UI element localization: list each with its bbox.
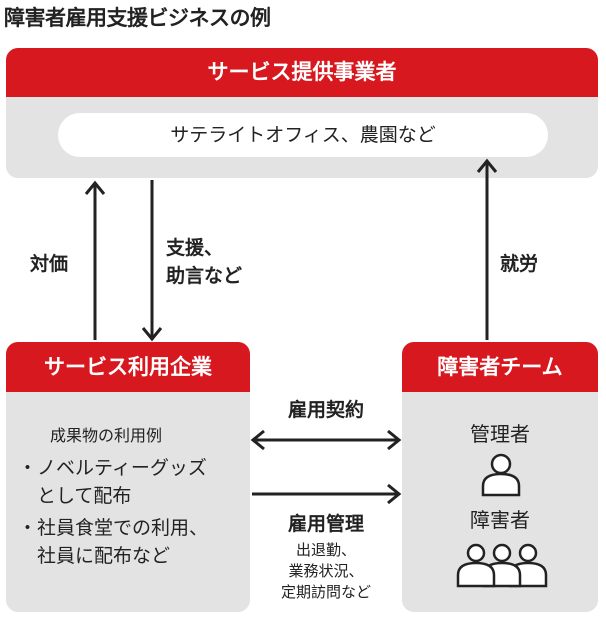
item-line: ・ノベルティーグッズ [18,457,207,479]
detail-line: 出退勤、 [295,541,356,559]
management-label: 雇用管理 [287,513,364,535]
support-label: 支援、 助言など [166,234,242,290]
group-icon [456,543,548,588]
item-line: として配布 [18,485,132,507]
company-subtitle: 成果物の利用例 [50,426,163,445]
item-line: 社員に配布など [18,545,171,567]
payment-label: 対価 [30,253,69,275]
item-line: ・社員食堂での利用、 [18,517,209,539]
support-line: 助言など [166,265,243,287]
person-icon [481,453,521,497]
diagram-title: 障害者雇用支援ビジネスの例 [4,6,271,30]
team-box: 障害者チーム 管理者 障害者 [402,342,598,612]
members-label: 障害者 [470,508,530,532]
provider-header: サービス提供事業者 [6,48,598,97]
manager-label: 管理者 [470,422,530,446]
work-label: 就労 [500,253,539,275]
support-line: 支援、 [166,237,224,259]
company-item: ・ノベルティーグッズ として配布 [18,454,207,510]
team-header: 障害者チーム [402,342,598,392]
company-item: ・社員食堂での利用、 社員に配布など [18,514,208,570]
provider-examples: サテライトオフィス、農園など [58,113,548,157]
detail-line: 業務状況、 [288,562,364,580]
management-details: 出退勤、 業務状況、 定期訪問など [252,540,400,603]
provider-box: サービス提供事業者 サテライトオフィス、農園など [6,48,598,178]
contract-label: 雇用契約 [287,399,364,421]
company-header: サービス利用企業 [6,342,250,392]
company-box: サービス利用企業 成果物の利用例 ・ノベルティーグッズ として配布 ・社員食堂で… [6,342,250,612]
detail-line: 定期訪問など [280,583,371,601]
